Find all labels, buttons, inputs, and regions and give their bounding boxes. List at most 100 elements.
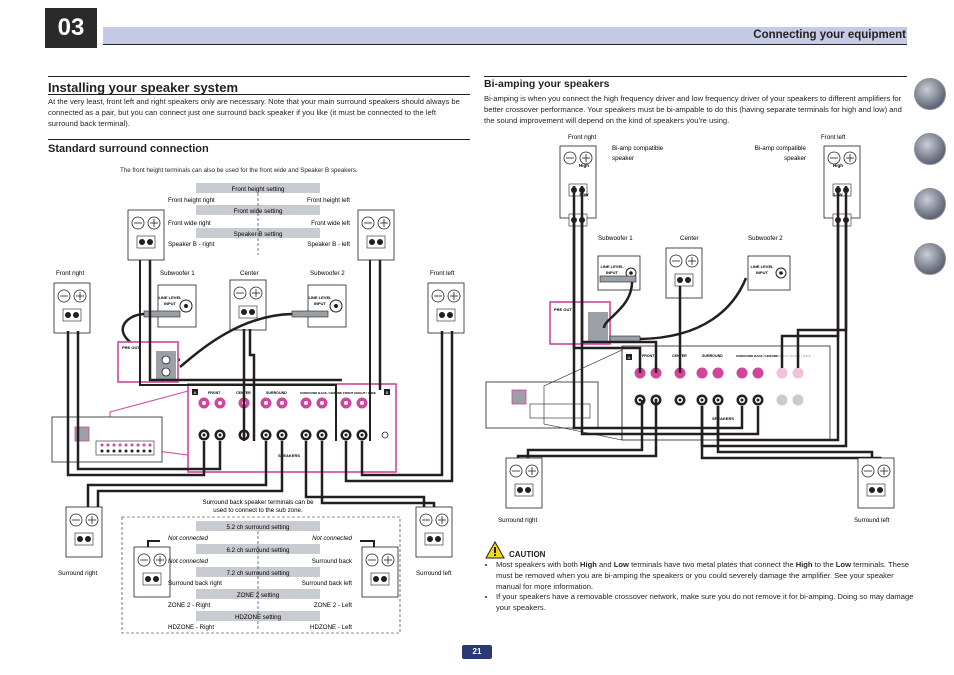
diagram-note: The front height terminals can also be u… [120,167,358,174]
label-subwoofer-2: Subwoofer 2 [310,270,345,277]
label-surround-left: Surround left [416,570,452,577]
label-front-right: Front right [56,270,84,277]
surround-back-right-speaker [133,546,171,598]
label-subwoofer-1: Subwoofer 1 [160,270,195,277]
caution-icon [485,541,505,559]
svg-text:SURROUND BACK / HDZONE: SURROUND BACK / HDZONE [736,354,778,358]
remote-icon[interactable] [914,243,946,275]
surround-right-speaker [65,506,103,558]
subwoofer-2 [307,284,347,328]
label-surround-right: Surround right [58,570,97,577]
setting-6-2ch-r: Surround back [312,558,353,565]
svg-text:LINE LEVEL: LINE LEVEL [308,295,332,300]
svg-text:SURROUND BACK / HDZONE: SURROUND BACK / HDZONE [300,391,342,395]
svg-text:SPEAKERS: SPEAKERS [278,453,300,458]
right-intro-text: Bi-amping is when you connect the high f… [484,94,902,125]
section-rule [48,76,470,77]
settings-help-icon[interactable] [914,188,946,220]
biamp-subwoofer-2 [747,255,791,291]
svg-text:FRONT HEIGHT / WIDE: FRONT HEIGHT / WIDE [778,354,811,358]
biamp-front-left-speaker [823,145,861,227]
svg-text:SURROUND: SURROUND [702,354,723,358]
setting-front-height: Front height setting [232,186,286,193]
caution-item-1: Most speakers with both High and Low ter… [496,560,914,592]
label-surround-right-biamp: Surround right [498,517,537,524]
front-height-left-speaker [357,209,395,261]
label-subwoofer-1-biamp: Subwoofer 1 [598,235,633,242]
surround-connection-diagram: The front height terminals can also be u… [51,167,465,634]
svg-text:SURROUND: SURROUND [266,391,287,395]
setting-5-2ch: 5.2 ch surround setting [227,524,291,531]
svg-text:LINE LEVEL: LINE LEVEL [158,295,182,300]
svg-text:A: A [628,355,631,360]
setting-speaker-b-left: Speaker B - left [307,241,350,248]
connect-icon[interactable] [914,133,946,165]
svg-text:INPUT: INPUT [314,301,327,306]
label-front-left-biamp: Front left [821,134,846,141]
svg-text:B: B [386,390,389,395]
setting-speaker-b-right: Speaker B - right [168,241,215,248]
label-low-r: Low [580,192,589,197]
biamp-front-right-speaker [559,145,597,227]
setting-zone2-l: ZONE 2 - Right [168,602,211,609]
setting-7-2ch-r: Surround back left [302,580,352,587]
setting-6-2ch-l: Not connected [168,558,208,565]
setting-hdzone-r: HDZONE - Left [310,624,352,631]
svg-text:FRONT HEIGHT / WIDE: FRONT HEIGHT / WIDE [343,391,376,395]
front-left-speaker [427,282,465,334]
sb-note-2: used to connect to the sub zone. [213,507,303,514]
setting-front-wide-left: Front wide left [311,220,350,227]
biamp-surround-right-speaker [505,457,543,509]
biamp-note-left-1: Bi-amp compatible [755,145,807,152]
label-front-right-biamp: Front right [568,134,596,141]
biamp-note-right-2: speaker [612,155,634,162]
section-title: Installing your speaker system [48,80,239,95]
svg-text:FRONT: FRONT [208,391,221,395]
biamp-subwoofer-1 [597,255,641,291]
svg-text:INPUT: INPUT [164,301,177,306]
setting-5-2ch-r: Not connected [312,535,352,542]
caution-title: CAUTION [509,550,546,559]
caution-list: Most speakers with both High and Low ter… [486,560,914,614]
setting-5-2ch-l: Not connected [168,535,208,542]
svg-text:LINE LEVEL: LINE LEVEL [600,264,624,269]
intro-text: At the very least, front left and right … [48,97,460,128]
svg-text:INPUT: INPUT [756,270,769,275]
front-right-speaker [53,282,91,334]
biamp-surround-left-speaker [857,457,895,509]
label-center-biamp: Center [680,235,699,242]
setting-6-2ch: 6.2 ch surround setting [227,547,291,554]
setting-hdzone-l: HDZONE - Right [168,624,214,631]
biamp-note-left-2: speaker [784,155,806,162]
setting-front-wide-right: Front wide right [168,220,211,227]
sb-note-1: Surround back speaker terminals can be [202,499,314,506]
svg-text:INPUT: INPUT [606,270,619,275]
front-height-right-speaker [127,209,165,261]
label-front-left: Front left [430,270,455,277]
setting-7-2ch-l: Surround back right [168,580,222,587]
header-title: Connecting your equipment [753,29,906,41]
page-number: 21 [462,645,492,659]
surround-back-left-speaker [361,546,399,598]
svg-text:LINE LEVEL: LINE LEVEL [750,264,774,269]
svg-text:PRE OUT: PRE OUT [554,307,572,312]
setting-front-height-right: Front height right [168,197,215,204]
setting-zone2: ZONE 2 setting [237,592,280,599]
section-rule-2 [48,94,470,95]
biamp-center-speaker [665,247,703,299]
chapter-number: 03 [45,8,97,48]
svg-text:FRONT: FRONT [642,354,655,358]
label-high-r: High [579,163,589,168]
book-icon[interactable] [914,78,946,110]
subwoofer-1 [157,284,197,328]
right-section-rule [484,76,907,77]
header-bar [103,27,907,44]
subsection-rule [48,139,470,140]
setting-front-height-left: Front height left [307,197,350,204]
setting-front-wide: Front wide setting [234,208,283,215]
label-center: Center [240,270,259,277]
label-surround-left-biamp: Surround left [854,517,890,524]
setting-zone2-r: ZONE 2 - Left [314,602,352,609]
label-subwoofer-2-biamp: Subwoofer 2 [748,235,783,242]
subsection-title: Standard surround connection [48,143,209,155]
